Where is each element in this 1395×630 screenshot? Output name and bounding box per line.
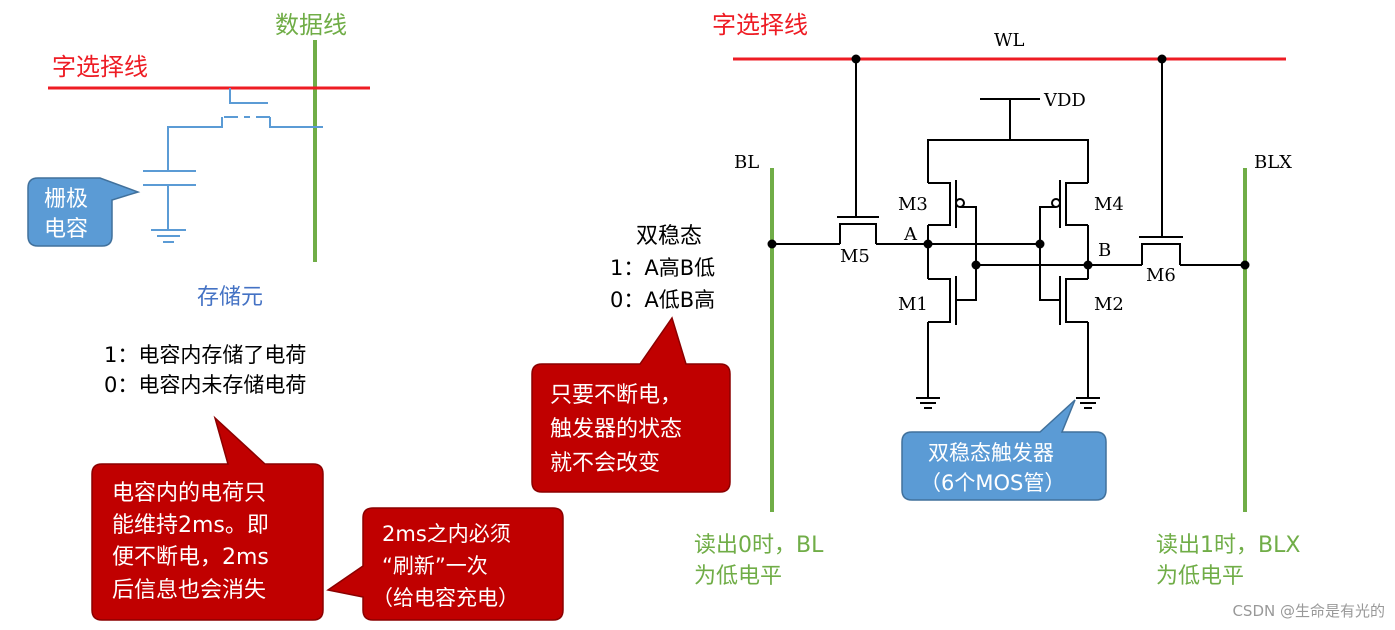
flipflop-label-2: （6个MOS管） [920, 471, 1065, 495]
power-note-3: 就不会改变 [550, 451, 660, 476]
bistable-state-0: 0：A低B高 [610, 288, 715, 312]
storage-cell-label: 存储元 [197, 285, 263, 310]
node-a-label: A [903, 224, 918, 245]
bistable-title: 双稳态 [636, 224, 702, 249]
gate-capacitor-label-1: 栅极 [44, 187, 88, 212]
read0-note-2: 为低电平 [694, 564, 782, 589]
transistor-m3-label: M3 [898, 194, 928, 215]
legend-line-1: 1：电容内存储了电荷 [104, 343, 306, 367]
transistor-m2-label: M2 [1094, 294, 1124, 315]
legend-line-2: 0：电容内未存储电荷 [104, 373, 306, 397]
wl-label: WL [994, 30, 1025, 51]
refresh-note-2: “刷新”一次 [382, 554, 488, 578]
word-select-line-label-left: 字选择线 [52, 53, 148, 81]
vdd-label: VDD [1043, 90, 1086, 111]
gate-capacitor-callout: 栅极 电容 [27, 177, 141, 247]
data-line-label: 数据线 [275, 11, 347, 39]
charge-note-4: 后信息也会消失 [112, 578, 266, 603]
node-b-label: B [1098, 240, 1111, 261]
power-callout: 只要不断电， 触发器的状态 就不会改变 [531, 316, 731, 493]
transistor-m6-label: M6 [1146, 265, 1176, 286]
dram-circuit [143, 88, 323, 243]
gate-capacitor-label-2: 电容 [44, 217, 88, 242]
blx-label: BLX [1254, 152, 1292, 173]
bl-label: BL [734, 152, 759, 173]
sram-junction-dots [767, 54, 1250, 270]
transistor-m1-label: M1 [898, 294, 928, 315]
transistor-m4-label: M4 [1094, 194, 1124, 215]
watermark: CSDN @生命是有光的 [1232, 602, 1385, 620]
power-note-2: 触发器的状态 [550, 417, 682, 442]
transistor-m5-label: M5 [840, 246, 870, 267]
refresh-callout: 2ms之内必须 “刷新”一次 （给电容充电） [326, 507, 564, 621]
bistable-state-1: 1：A高B低 [610, 256, 715, 280]
charge-retention-callout: 电容内的电荷只 能维持2ms。即 便不断电，2ms 后信息也会消失 [91, 415, 324, 621]
sram-circuit [772, 59, 1245, 409]
power-note-1: 只要不断电， [550, 383, 682, 408]
read1-note-2: 为低电平 [1156, 564, 1244, 589]
charge-note-3: 便不断电，2ms [112, 545, 269, 570]
word-select-line-label-right: 字选择线 [712, 11, 808, 39]
flipflop-label-1: 双稳态触发器 [928, 441, 1054, 465]
flipflop-callout: 双稳态触发器 （6个MOS管） [901, 399, 1107, 501]
refresh-note-3: （给电容充电） [372, 586, 519, 610]
read0-note-1: 读出0时，BL [694, 533, 824, 558]
read1-note-1: 读出1时，BLX [1156, 533, 1300, 558]
refresh-note-1: 2ms之内必须 [382, 522, 511, 546]
charge-note-1: 电容内的电荷只 [112, 481, 266, 506]
charge-note-2: 能维持2ms。即 [112, 513, 269, 538]
